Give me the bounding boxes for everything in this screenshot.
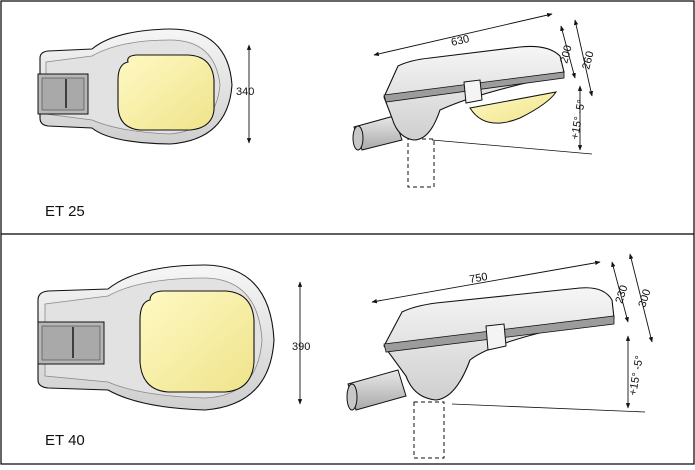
side-view-et40 — [346, 287, 615, 459]
pipe-end — [352, 125, 364, 151]
post-top-dashed — [413, 401, 445, 459]
dim-line-height-a-et25 — [560, 25, 576, 79]
lamp-bowl — [469, 91, 558, 124]
dim-line-height-b-et25 — [573, 19, 594, 97]
lamp-glass — [117, 54, 215, 131]
dim-width-et40: 390 — [292, 341, 310, 353]
dim-line-height-b-et40 — [629, 253, 653, 343]
dim-tilt-et40: +15° -5° — [627, 355, 646, 397]
clip-tab — [485, 323, 507, 351]
top-view-et40 — [37, 264, 275, 411]
dim-line-height-a-et40 — [611, 261, 629, 323]
gear-tray-inner — [41, 77, 85, 111]
clip-tab — [463, 79, 483, 104]
model-label-et40: ET 40 — [45, 432, 85, 449]
lamp-glass — [139, 290, 255, 393]
dim-length-et40: 750 — [468, 271, 488, 286]
top-view-et25 — [37, 28, 233, 145]
gear-tray-inner — [41, 325, 101, 361]
dim-height-a-et40: 230 — [613, 284, 630, 305]
dim-line-length-et40 — [371, 260, 601, 304]
tilt-ref-line-et40 — [451, 403, 646, 413]
dim-length-et25: 630 — [450, 33, 471, 49]
post-top-dashed — [407, 138, 435, 188]
dim-height-b-et40: 300 — [636, 288, 653, 309]
dim-tilt-et25: +15° -5° — [569, 99, 588, 141]
tilt-ref-line-et25 — [431, 139, 593, 155]
panel-et40: 390 750 230 300 +15° -5° ET 40 — [37, 253, 654, 459]
panel-et25: 340 630 200 260 +15° -5° ET 25 — [37, 12, 597, 220]
dim-height-b-et25: 260 — [580, 50, 596, 71]
model-label-et25: ET 25 — [45, 203, 85, 220]
dim-width-et25: 340 — [236, 86, 254, 98]
dim-line-length-et25 — [373, 12, 553, 57]
side-view-et25 — [352, 45, 565, 188]
pipe-end — [346, 383, 358, 411]
dim-height-a-et25: 200 — [558, 44, 574, 65]
